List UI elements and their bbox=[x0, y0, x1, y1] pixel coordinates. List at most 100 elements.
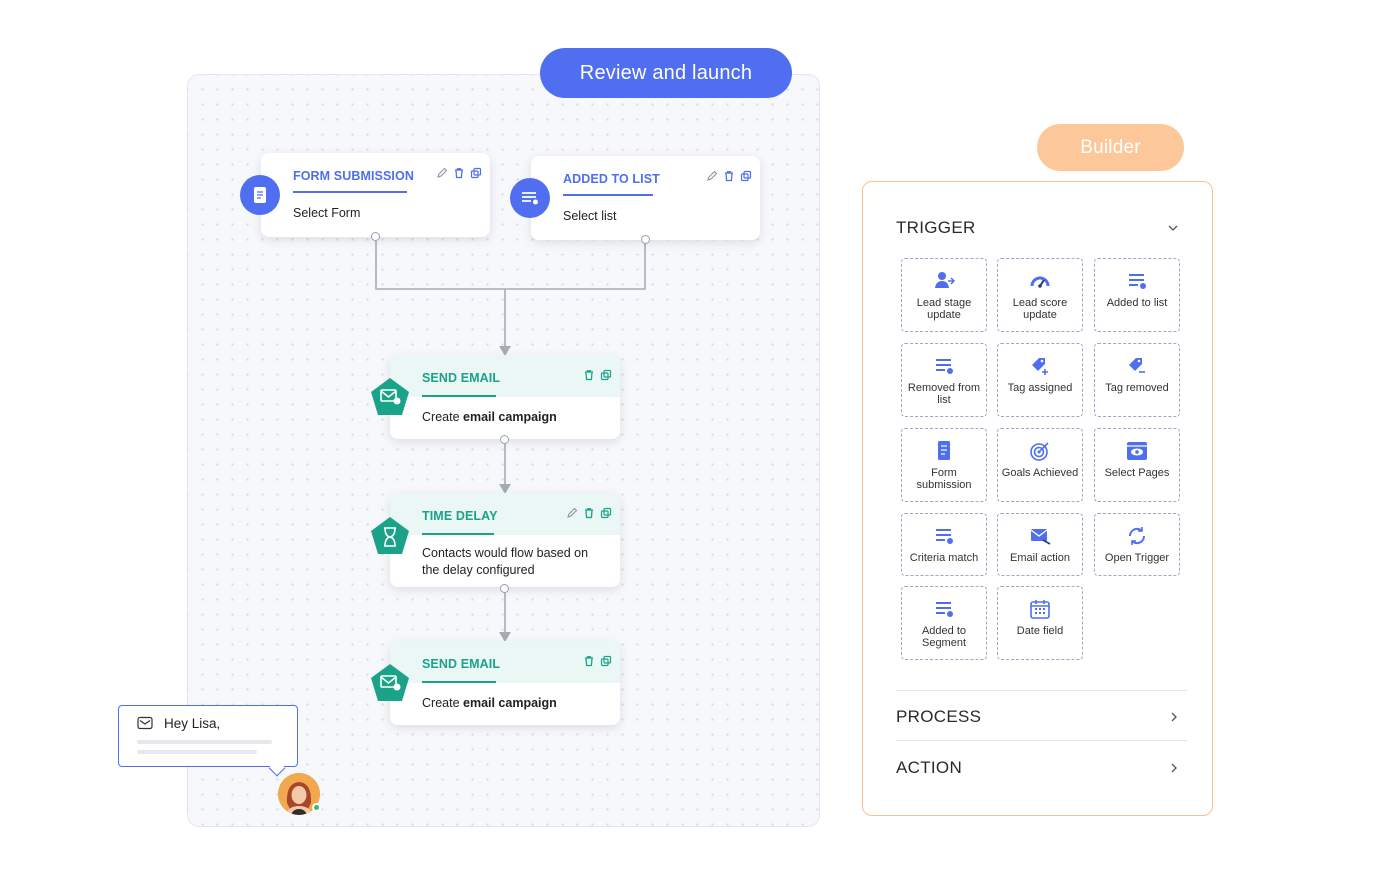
tile-removed-from-list[interactable]: Removed from list bbox=[901, 343, 987, 417]
node-send-email[interactable]: SEND EMAIL Create email campaign bbox=[390, 641, 620, 725]
trash-icon[interactable] bbox=[583, 369, 595, 381]
edit-icon[interactable] bbox=[566, 507, 578, 519]
tile-email-action[interactable]: Email action bbox=[997, 513, 1083, 576]
list-add-icon bbox=[1129, 274, 1146, 289]
tile-added-to-segment[interactable]: Added to Segment bbox=[901, 586, 987, 660]
node-title: TIME DELAY bbox=[422, 509, 498, 523]
tile-lead-score-update[interactable]: Lead score update bbox=[997, 258, 1083, 332]
trash-icon[interactable] bbox=[723, 170, 735, 182]
tag-remove-icon bbox=[1129, 358, 1145, 373]
edit-icon[interactable] bbox=[436, 167, 448, 179]
trash-icon[interactable] bbox=[583, 655, 595, 667]
node-title: SEND EMAIL bbox=[422, 657, 501, 671]
tile-label: Date field bbox=[1016, 625, 1064, 637]
section-trigger[interactable]: TRIGGER bbox=[896, 218, 976, 237]
node-send-email[interactable]: SEND EMAIL Create email campaign bbox=[390, 355, 620, 439]
tile-criteria-match[interactable]: Criteria match bbox=[901, 513, 987, 576]
node-body: Create email campaign bbox=[422, 410, 557, 424]
duplicate-icon[interactable] bbox=[600, 369, 612, 381]
node-title: FORM SUBMISSION bbox=[293, 169, 414, 183]
section-process[interactable]: PROCESS bbox=[896, 707, 982, 726]
node-added-to-list[interactable]: ADDED TO LIST Select list bbox=[531, 156, 760, 240]
tile-goals-achieved[interactable]: Goals Achieved bbox=[997, 428, 1083, 502]
online-status-dot bbox=[312, 803, 321, 812]
list-node-icon bbox=[510, 178, 550, 218]
duplicate-icon[interactable] bbox=[470, 167, 482, 179]
tile-label: Lead stage update bbox=[916, 297, 972, 321]
divider bbox=[896, 740, 1187, 741]
tile-label: Select Pages bbox=[1104, 467, 1170, 479]
review-and-launch-button[interactable]: Review and launch bbox=[540, 48, 792, 98]
node-title: SEND EMAIL bbox=[422, 371, 501, 385]
node-underline bbox=[563, 194, 653, 196]
refresh-icon bbox=[1128, 527, 1146, 545]
divider bbox=[896, 690, 1187, 691]
user-stage-icon bbox=[935, 272, 955, 288]
section-action[interactable]: ACTION bbox=[896, 758, 963, 777]
output-port[interactable] bbox=[500, 584, 509, 593]
trash-icon[interactable] bbox=[453, 167, 465, 179]
gauge-icon bbox=[1030, 276, 1050, 288]
criteria-icon bbox=[936, 529, 953, 544]
output-port[interactable] bbox=[641, 235, 650, 244]
tile-label: Criteria match bbox=[909, 552, 979, 564]
tile-label: Tag assigned bbox=[1007, 382, 1073, 394]
tag-add-icon bbox=[1032, 358, 1048, 375]
node-title: ADDED TO LIST bbox=[563, 172, 660, 186]
envelope-icon bbox=[137, 716, 153, 730]
node-underline bbox=[422, 533, 494, 535]
bubble-greeting: Hey Lisa, bbox=[164, 716, 221, 731]
placeholder-line bbox=[137, 750, 257, 754]
builder-tab[interactable]: Builder bbox=[1037, 124, 1184, 171]
tile-label: Removed from list bbox=[907, 382, 981, 406]
node-body: Create email campaign bbox=[422, 696, 557, 710]
chevron-right-icon[interactable] bbox=[1168, 762, 1180, 774]
calendar-icon bbox=[1030, 600, 1050, 619]
tile-label: Form submission bbox=[916, 467, 972, 491]
email-action-icon bbox=[1030, 529, 1051, 545]
form-node-icon bbox=[240, 175, 280, 215]
chevron-right-icon[interactable] bbox=[1168, 711, 1180, 723]
list-add-icon bbox=[522, 192, 538, 205]
page-eye-icon bbox=[1127, 442, 1147, 460]
node-form-submission[interactable]: FORM SUBMISSION Select Form bbox=[261, 153, 490, 237]
node-body: Select Form bbox=[293, 206, 361, 220]
node-underline bbox=[293, 191, 407, 193]
tile-label: Tag removed bbox=[1105, 382, 1169, 394]
tile-label: Added to list bbox=[1106, 297, 1168, 309]
placeholder-line bbox=[137, 740, 272, 744]
edit-icon[interactable] bbox=[706, 170, 718, 182]
tile-form-submission[interactable]: Form submission bbox=[901, 428, 987, 502]
node-body: Select list bbox=[563, 209, 617, 223]
chevron-down-icon[interactable] bbox=[1167, 222, 1179, 234]
tile-tag-removed[interactable]: Tag removed bbox=[1094, 343, 1180, 417]
output-port[interactable] bbox=[371, 232, 380, 241]
tile-label: Email action bbox=[1010, 552, 1070, 564]
tile-added-to-list[interactable]: Added to list bbox=[1094, 258, 1180, 332]
output-port[interactable] bbox=[500, 435, 509, 444]
node-underline bbox=[422, 395, 496, 397]
duplicate-icon[interactable] bbox=[600, 507, 612, 519]
trash-icon[interactable] bbox=[583, 507, 595, 519]
tile-date-field[interactable]: Date field bbox=[997, 586, 1083, 660]
email-node-icon bbox=[371, 664, 409, 701]
tile-lead-stage-update[interactable]: Lead stage update bbox=[901, 258, 987, 332]
duplicate-icon[interactable] bbox=[740, 170, 752, 182]
node-body: Contacts would flow based on the delay c… bbox=[422, 546, 589, 577]
node-underline bbox=[422, 681, 496, 683]
tile-tag-assigned[interactable]: Tag assigned bbox=[997, 343, 1083, 417]
tile-open-trigger[interactable]: Open Trigger bbox=[1094, 513, 1180, 576]
form-icon bbox=[254, 187, 266, 203]
tile-select-pages[interactable]: Select Pages bbox=[1094, 428, 1180, 502]
builder-panel: TRIGGER Lead stage update Lead score upd… bbox=[862, 181, 1213, 816]
segment-icon bbox=[936, 602, 953, 617]
duplicate-icon[interactable] bbox=[600, 655, 612, 667]
tile-label: Added to Segment bbox=[921, 625, 967, 649]
target-icon bbox=[1030, 442, 1049, 461]
form-icon bbox=[938, 441, 950, 460]
email-preview-bubble: Hey Lisa, bbox=[118, 705, 298, 777]
node-time-delay[interactable]: TIME DELAY Contacts would flow based on … bbox=[390, 493, 620, 587]
tile-label: Lead score update bbox=[1012, 297, 1068, 321]
hourglass-node-icon bbox=[371, 517, 409, 554]
